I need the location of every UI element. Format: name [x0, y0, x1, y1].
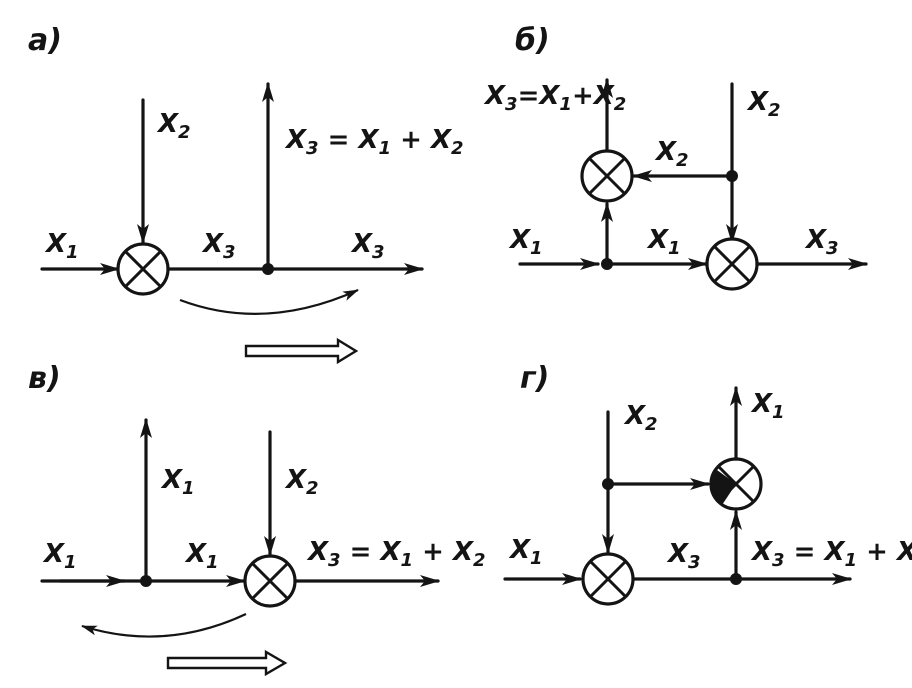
- panel-b-x2-branch-label: X2: [654, 137, 689, 171]
- panel-b-x1-mid-label: X1: [646, 225, 681, 259]
- panel-g-summing-node-top: [709, 457, 763, 511]
- panel-v-x1-mid-label: X1: [184, 539, 219, 573]
- panel-b-summing-node-top: [580, 149, 634, 203]
- panel-v-letter: в): [28, 361, 61, 396]
- panel-a-letter: а): [28, 23, 62, 58]
- panel-v-equation: X3 = X1 + X2: [306, 537, 486, 571]
- panel-g: г) X2 X1 X1 X3 X3 = X1: [503, 361, 912, 606]
- panel-a-equation: X3 = X1 + X2: [284, 125, 464, 159]
- panel-g-x1-out-label: X1: [750, 389, 785, 423]
- panel-a-transfer-arc: [179, 288, 359, 315]
- panel-v-x2-label: X2: [284, 465, 319, 499]
- panel-v-direction-arrow: [166, 649, 288, 677]
- panel-b-letter: б): [515, 23, 550, 58]
- panel-v: в) X1 X1 X1 X2 X3 = X1 + X2: [28, 361, 486, 677]
- panel-b-x3-out-label: X3: [804, 225, 839, 259]
- panel-a-summing-node: [116, 242, 170, 296]
- panel-a-x3-mid-label: X3: [201, 229, 236, 263]
- panel-a-x2-label: X2: [156, 109, 191, 143]
- panel-v-x1-in-label: X1: [42, 539, 77, 573]
- panel-b-x2-top-label: X2: [746, 87, 781, 121]
- panel-v-x1-up-label: X1: [160, 465, 195, 499]
- panel-g-equation: X3 = X1 + X2: [750, 537, 912, 571]
- panel-b-equation: X3=X1+X2: [483, 81, 626, 115]
- panel-g-x3-mid-label: X3: [666, 539, 701, 573]
- panel-g-letter: г): [520, 361, 549, 396]
- panel-a-x1-label: X1: [44, 229, 79, 263]
- panel-b-x1-in-label: X1: [508, 225, 543, 259]
- panel-b: б) X3=X1+X2 X2 X2 X1 X1: [483, 23, 868, 291]
- panel-b-summing-node-bottom: [705, 237, 759, 291]
- panel-g-x1-in-label: X1: [508, 535, 543, 569]
- panel-g-x2-label: X2: [623, 401, 658, 435]
- panel-a-x3-out-label: X3: [350, 229, 385, 263]
- panel-g-summing-node-bottom: [581, 552, 635, 606]
- panel-a: а) X1 X2 X3 X3 X3 = X1 + X2: [28, 23, 464, 365]
- panel-v-transfer-arc: [81, 613, 247, 638]
- panel-v-summing-node: [243, 554, 297, 608]
- panel-a-direction-arrow: [244, 337, 359, 365]
